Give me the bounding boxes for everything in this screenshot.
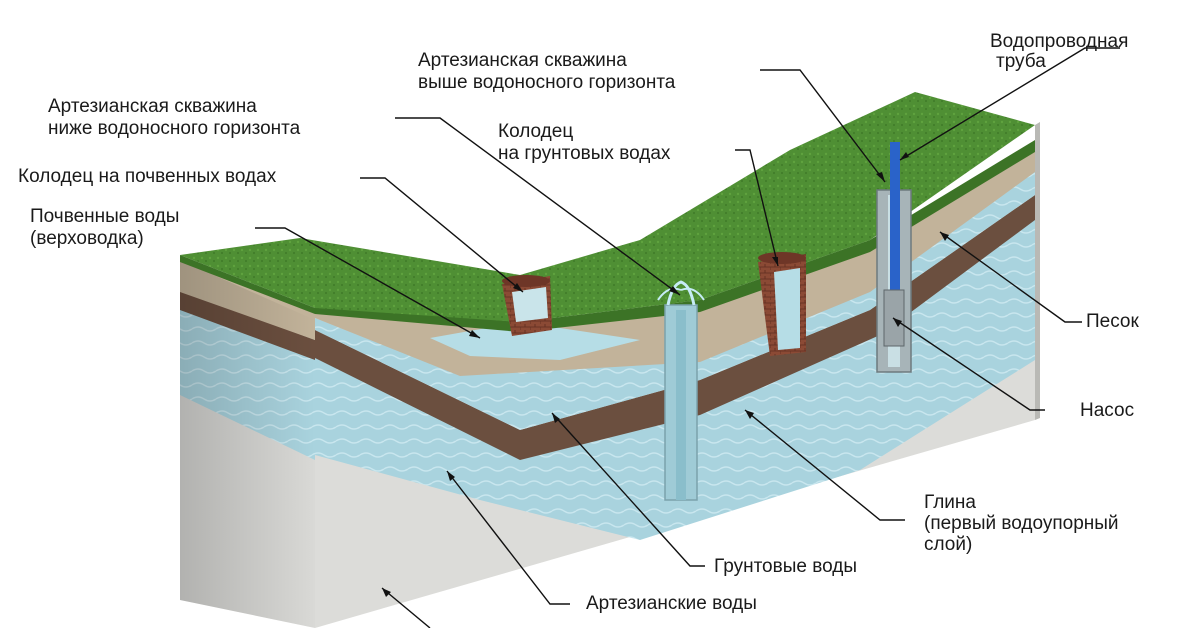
label-line: (первый водоупорный: [924, 513, 1119, 534]
leader-arrowheads: [382, 152, 949, 597]
label-line: выше водоносного горизонта: [418, 72, 676, 93]
label-line: на грунтовых водах: [498, 143, 671, 164]
label-artesian-well-below: Артезианская скважина ниже водоносного г…: [48, 96, 300, 140]
label-sand: Песок: [1086, 311, 1139, 332]
label-line: ниже водоносного горизонта: [48, 118, 301, 139]
label-line: Колодец: [498, 121, 574, 142]
soil-water-lens: [430, 322, 640, 360]
artesian-well-below: [657, 280, 705, 501]
label-artesian-well-above: Артезианская скважина выше водоносного г…: [418, 50, 675, 94]
label-soil-water: Почвенные воды (верховодка): [30, 206, 179, 250]
label-line: труба: [996, 51, 1046, 72]
label-groundwater-well: Колодец на грунтовых водах: [498, 121, 670, 165]
label-line: Артезианская скважина: [418, 50, 627, 71]
label-clay: Глина (первый водоупорный слой): [924, 492, 1119, 555]
grass-surface: [180, 92, 1035, 322]
label-groundwater: Грунтовые воды: [714, 556, 857, 577]
artesian-water-layer: [315, 218, 1035, 540]
label-line: Глина: [924, 492, 976, 513]
label-line: Почвенные воды: [30, 206, 180, 227]
label-line: Водопроводная: [990, 31, 1129, 52]
right-side-face: [1035, 122, 1040, 420]
label-soil-water-well: Колодец на почвенных водах: [18, 166, 277, 187]
label-line: Артезианская скважина: [48, 96, 257, 117]
groundwater-well: [758, 252, 806, 356]
left-side-face: [180, 260, 315, 628]
label-line: слой): [924, 534, 973, 555]
soil-water-well: [502, 275, 552, 336]
label-water-pipe: Водопроводная труба: [990, 32, 1128, 72]
label-line: (верховодка): [30, 228, 144, 249]
leader-lines: [255, 47, 1120, 628]
label-artesian-water: Артезианские воды: [586, 593, 757, 614]
label-pump: Насос: [1080, 400, 1135, 421]
